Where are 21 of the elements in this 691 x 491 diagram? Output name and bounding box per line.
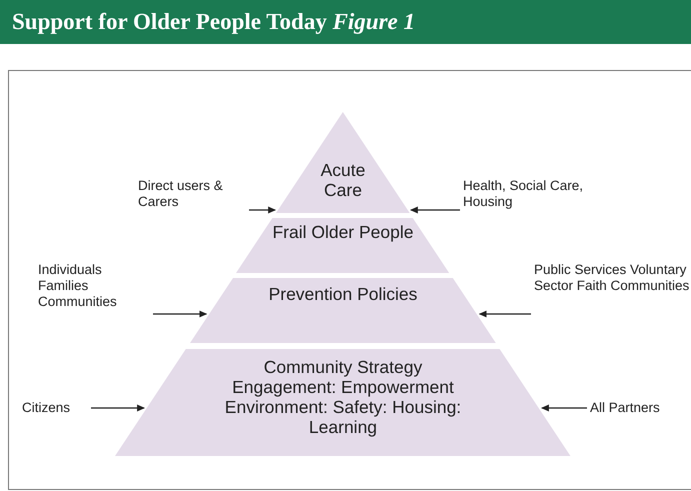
arrow (478, 310, 531, 318)
tier-label: Acute Care (320, 160, 366, 200)
side-label: Public Services Voluntary Sector Faith Communities (534, 262, 690, 294)
side-label: All Partners (590, 400, 690, 416)
pyramid-tier (276, 112, 410, 213)
side-label: Direct users & Carers (138, 178, 246, 210)
side-label: Citizens (22, 400, 88, 416)
arrow (153, 310, 208, 318)
pyramid-tier (115, 349, 571, 456)
tier-label: Community Strategy Engagement: Empowerment Environment: Safety: Housing: Learning (224, 357, 462, 437)
side-label: Individuals Families Communities (38, 262, 150, 310)
arrow (91, 404, 146, 412)
arrow (540, 404, 587, 412)
title-banner: Support for Older People Today Figure 1 (0, 0, 691, 44)
arrow (410, 206, 460, 214)
tier-label: Frail Older People (271, 222, 414, 242)
pyramid-tier (236, 218, 450, 273)
side-label: Health, Social Care, Housing (463, 178, 588, 210)
tier-label: Prevention Policies (268, 284, 418, 304)
pyramid-tier (190, 278, 496, 343)
arrow (249, 206, 276, 214)
